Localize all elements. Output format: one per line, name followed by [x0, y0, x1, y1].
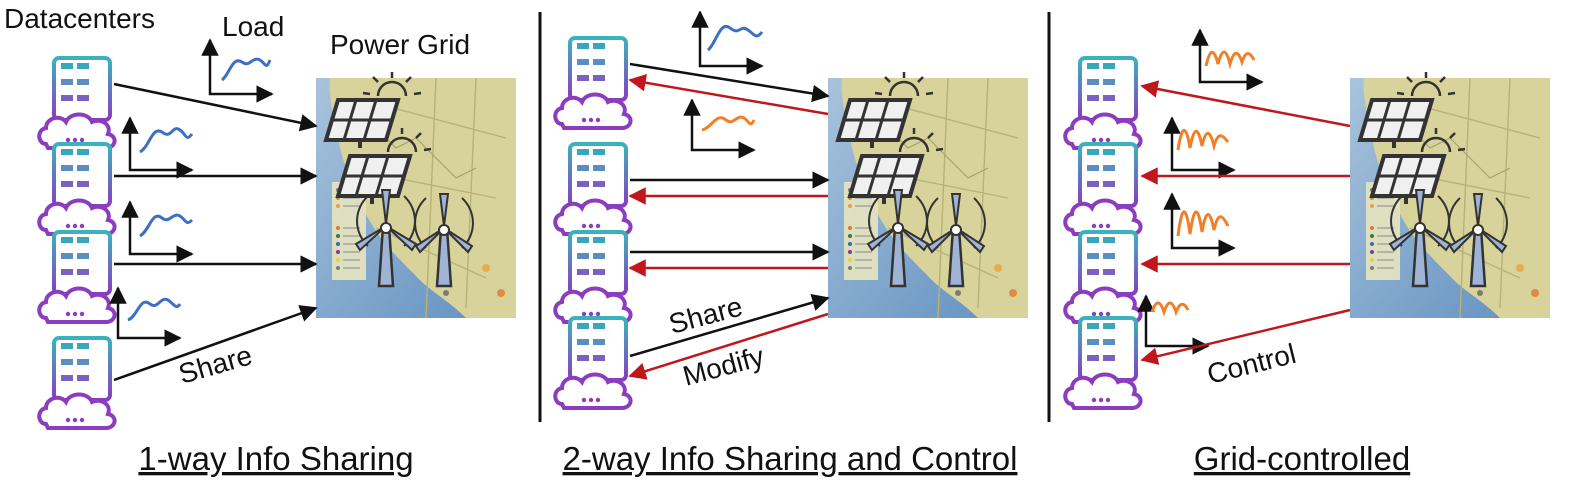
load-chart [201, 38, 274, 103]
datacenter-cloud-icon [1063, 56, 1143, 150]
datacenter-cloud-icon [553, 36, 633, 130]
panel-caption: 1-way Info Sharing [138, 440, 413, 477]
share-label: Share [175, 339, 255, 389]
datacenter-cloud-icon [37, 230, 117, 324]
panel-1way: Datacenters Load Power Grid [4, 3, 518, 477]
california-grid-map [314, 70, 518, 320]
datacenter-cloud-icon [553, 142, 633, 236]
california-grid-map [1348, 70, 1552, 320]
load-label: Load [222, 11, 284, 42]
control-arrows [1140, 80, 1351, 365]
datacenter-cloud-icon [1063, 316, 1143, 410]
panel-2way: Share Modify 2-way Info Sharing and Cont… [553, 10, 1030, 477]
load-chart [1163, 116, 1236, 179]
share-arrows [113, 82, 318, 382]
load-chart [1137, 294, 1210, 355]
datacenter-cloud-icon [37, 142, 117, 236]
modify-arrows [628, 74, 829, 380]
datacenter-cloud-icon [37, 336, 117, 430]
load-chart [1191, 28, 1264, 91]
datacenter-cloud-icon [553, 230, 633, 324]
datacenters-label: Datacenters [4, 3, 155, 34]
panel-caption: 2-way Info Sharing and Control [563, 440, 1018, 477]
modify-label: Modify [680, 341, 768, 392]
datacenter-cloud-icon [37, 56, 117, 150]
share-arrows [629, 62, 830, 358]
load-chart [1163, 192, 1236, 257]
load-chart [109, 286, 182, 347]
share-label: Share [666, 291, 746, 340]
load-chart [691, 10, 764, 75]
california-grid-map [826, 70, 1030, 320]
power-grid-label: Power Grid [330, 29, 470, 60]
load-chart [121, 116, 194, 179]
datacenter-cloud-icon [553, 316, 633, 410]
datacenter-cloud-icon [1063, 142, 1143, 236]
control-label: Control [1204, 338, 1299, 390]
load-chart [683, 98, 756, 159]
load-chart [121, 200, 194, 263]
panel-grid-controlled: Control Grid-controlled [1063, 28, 1552, 477]
panel-caption: Grid-controlled [1194, 440, 1410, 477]
datacenter-cloud-icon [1063, 230, 1143, 324]
